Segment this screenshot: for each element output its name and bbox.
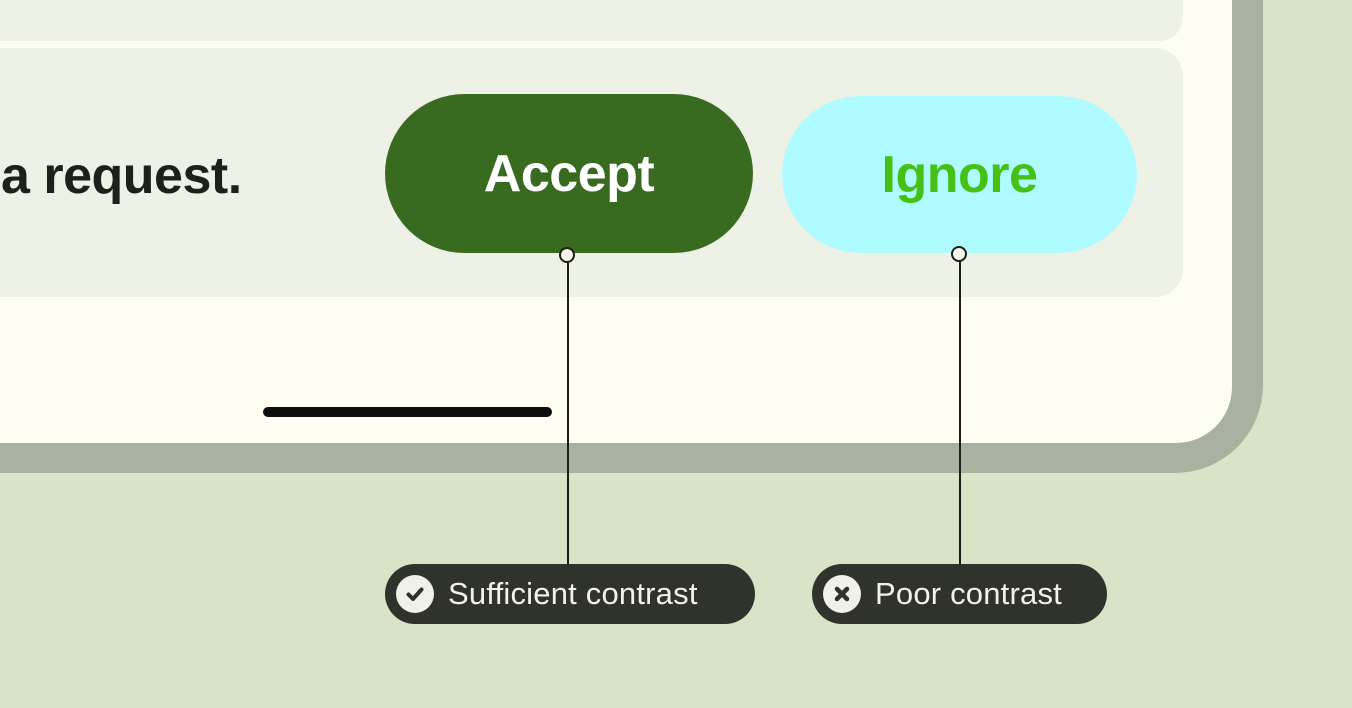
connector-line-accept [567, 262, 569, 564]
message-text: a request. [1, 147, 242, 205]
poor-contrast-label: Poor contrast [875, 576, 1062, 611]
home-indicator [263, 407, 552, 417]
x-icon [823, 575, 861, 613]
sufficient-contrast-label: Sufficient contrast [448, 576, 698, 611]
connector-dot-ignore [951, 246, 967, 262]
message-card-top [0, 0, 1183, 41]
sufficient-contrast-callout: Sufficient contrast [385, 564, 755, 624]
poor-contrast-callout: Poor contrast [812, 564, 1107, 624]
ignore-button[interactable]: Ignore [782, 96, 1137, 253]
accept-button[interactable]: Accept [385, 94, 753, 253]
connector-dot-accept [559, 247, 575, 263]
check-icon [396, 575, 434, 613]
connector-line-ignore [959, 260, 961, 564]
